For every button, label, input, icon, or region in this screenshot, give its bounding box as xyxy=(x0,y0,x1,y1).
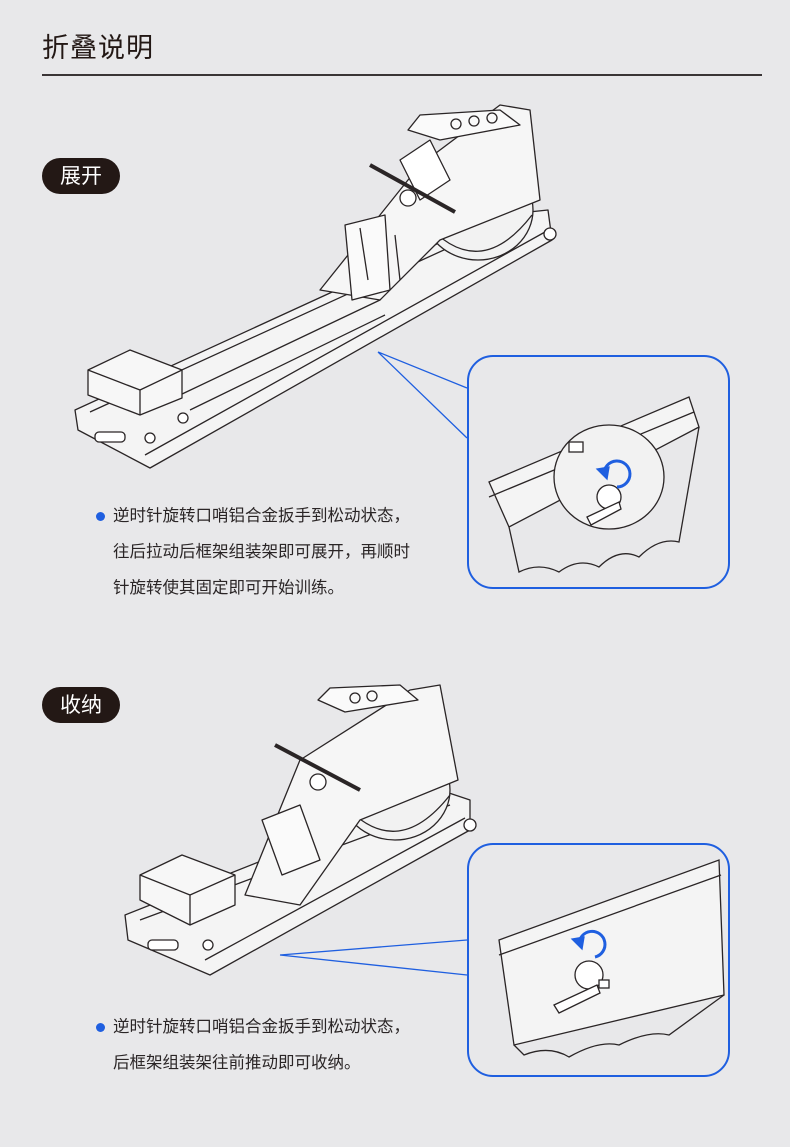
wrench-detail-illustration xyxy=(488,396,700,573)
description-line: 逆时针旋转口哨铝合金扳手到松动状态， xyxy=(113,506,410,525)
bullet-icon xyxy=(96,512,105,521)
description-line: 往后拉动后框架组装架即可展开，再顺时 xyxy=(113,542,410,561)
wrench-detail-illustration xyxy=(498,859,725,1058)
fold-description: 逆时针旋转口哨铝合金扳手到松动状态， 后框架组装架往前推动即可收纳。 xyxy=(96,1009,410,1081)
description-line: 逆时针旋转口哨铝合金扳手到松动状态， xyxy=(113,1017,410,1036)
fold-detail-callout xyxy=(467,843,730,1077)
description-line: 针旋转使其固定即可开始训练。 xyxy=(113,578,344,597)
fold-label: 收纳 xyxy=(42,687,120,723)
description-line: 后框架组装架往前推动即可收纳。 xyxy=(113,1053,361,1072)
unfold-illustration xyxy=(74,104,557,469)
unfold-detail-callout xyxy=(467,355,730,589)
title-divider xyxy=(42,74,762,76)
unfold-description: 逆时针旋转口哨铝合金扳手到松动状态， 往后拉动后框架组装架即可展开，再顺时 针旋… xyxy=(96,498,410,606)
bullet-icon xyxy=(96,1023,105,1032)
unfold-label: 展开 xyxy=(42,158,120,194)
page-title: 折叠说明 xyxy=(42,33,154,64)
